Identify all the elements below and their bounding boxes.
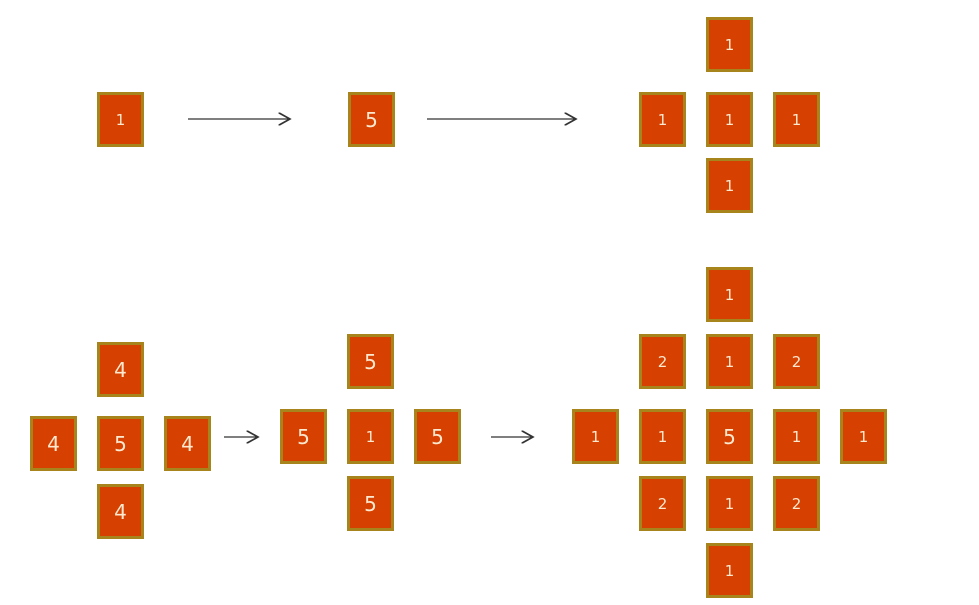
tile-stage1-result-top: 1 (706, 17, 753, 72)
tile-stage2-middle-left: 5 (280, 409, 327, 464)
tile-stage2-result-r4c4: 2 (773, 476, 820, 531)
tile-stage2-result-r1c3: 1 (706, 267, 753, 322)
tile-stage2-result-r2c2: 2 (639, 334, 686, 389)
tile-stage2-start-bottom: 4 (97, 484, 144, 539)
tile-stage2-result-r3c5: 1 (840, 409, 887, 464)
tile-stage2-result-r2c4: 2 (773, 334, 820, 389)
tile-stage1-middle: 5 (348, 92, 395, 147)
tile-stage2-start-right: 4 (164, 416, 211, 471)
tile-stage2-middle-top: 5 (347, 334, 394, 389)
tile-stage1-result-center: 1 (706, 92, 753, 147)
tile-stage2-start-left: 4 (30, 416, 77, 471)
tile-stage2-middle-bottom: 5 (347, 476, 394, 531)
tile-stage2-result-r2c3: 1 (706, 334, 753, 389)
tile-stage2-result-r3c4: 1 (773, 409, 820, 464)
tile-stage2-start-top: 4 (97, 342, 144, 397)
tile-stage2-middle-right: 5 (414, 409, 461, 464)
tile-stage2-result-r5c3: 1 (706, 543, 753, 598)
tile-stage1-result-left: 1 (639, 92, 686, 147)
tile-stage2-middle-center: 1 (347, 409, 394, 464)
tile-stage1-start: 1 (97, 92, 144, 147)
tile-stage2-result-r4c3: 1 (706, 476, 753, 531)
tile-stage1-result-bottom: 1 (706, 158, 753, 213)
tile-stage2-result-r3c2: 1 (639, 409, 686, 464)
tile-stage2-start-center: 5 (97, 416, 144, 471)
tile-stage1-result-right: 1 (773, 92, 820, 147)
tile-stage2-result-r4c2: 2 (639, 476, 686, 531)
tile-stage2-result-r3c3: 5 (706, 409, 753, 464)
tile-stage2-result-r3c1: 1 (572, 409, 619, 464)
